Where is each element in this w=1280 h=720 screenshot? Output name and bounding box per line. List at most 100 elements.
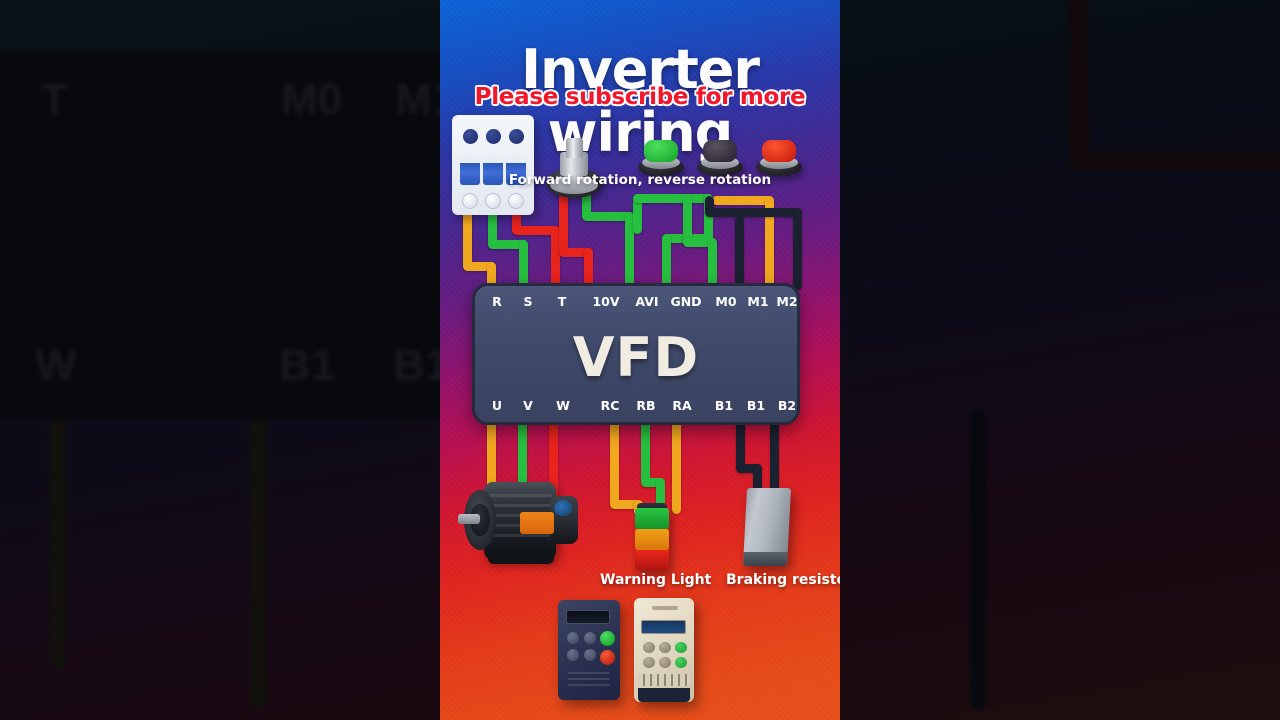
wire-button-m0	[683, 238, 717, 247]
vfd-model-name: VFD	[572, 326, 700, 389]
drive-vent	[568, 672, 610, 674]
wire-rb-tower	[641, 478, 665, 487]
motor-base-foot	[488, 554, 554, 564]
vfd-terminal-b2: B2	[777, 398, 797, 413]
pushbutton-stop[interactable]	[697, 136, 743, 178]
wire-breaker-r	[463, 208, 472, 270]
resistor-base	[742, 552, 788, 566]
vfd-drive-dark[interactable]	[558, 600, 620, 700]
vfd-terminal-rb: RB	[636, 398, 656, 413]
vfd-terminal-b1: B1	[714, 398, 734, 413]
wire-breaker-r	[487, 262, 496, 290]
wire-button-m2	[705, 196, 714, 216]
electric-motor[interactable]	[458, 480, 588, 564]
vfd-terminal-v: V	[523, 398, 533, 413]
wire-breaker-s	[519, 240, 528, 290]
wire-button-m0	[683, 196, 692, 246]
wire-breaker-t	[551, 226, 560, 290]
vfd-terminal-rc: RC	[600, 398, 620, 413]
drive-key[interactable]	[643, 642, 655, 653]
drive-run-button[interactable]	[600, 631, 615, 646]
pushbutton-cap-red[interactable]	[762, 140, 796, 162]
drive-key[interactable]	[584, 632, 596, 644]
drive-run-button[interactable]	[675, 642, 687, 653]
potentiometer-shaft[interactable]	[566, 138, 583, 158]
wire-rb-tower	[641, 420, 650, 486]
wire-button-m2	[793, 208, 802, 290]
vfd-terminal-u: U	[491, 398, 503, 413]
drive-vent	[568, 678, 610, 680]
drive-stop-button[interactable]	[600, 650, 615, 665]
breaker-switch-lever[interactable]	[460, 155, 480, 185]
vfd-unit[interactable]: R S T 10V AVI GND M0 M1 M2 VFD U V W RC …	[472, 283, 800, 425]
wire-button-m0	[708, 238, 717, 290]
drive-key[interactable]	[659, 642, 671, 653]
potentiometer-ring	[550, 176, 598, 194]
wire-button-m2-branch	[735, 216, 744, 290]
wire-rb-tower	[656, 478, 665, 514]
wire-breaker-s	[488, 240, 528, 249]
breaker-terminal-dot	[486, 129, 501, 144]
motor-hub	[470, 504, 490, 536]
pushbutton-cap-green[interactable]	[644, 140, 678, 162]
vfd-terminal-ra: RA	[672, 398, 692, 413]
vfd-terminal-m0: M0	[715, 294, 737, 309]
wire-u-motor	[487, 420, 496, 506]
warning-light-tower[interactable]	[635, 503, 669, 570]
vfd-drive-beige[interactable]	[634, 598, 694, 702]
main-diagram-panel: Inverter wiring Please subscribe for mor…	[440, 0, 840, 720]
vfd-terminal-row-top: R S T 10V AVI GND M0 M1 M2	[475, 294, 797, 310]
wire-b1-resistor	[736, 420, 745, 472]
motor-terminal-box[interactable]	[520, 512, 554, 534]
wire-control-gnd	[633, 194, 642, 234]
wire-pot-avi	[625, 212, 634, 290]
breaker-switch-lever[interactable]	[506, 155, 526, 185]
wire-pot-avi	[582, 212, 634, 221]
pushbutton-reverse[interactable]	[756, 136, 802, 178]
vfd-terminal-t: T	[557, 294, 567, 309]
vfd-terminal-m2: M2	[776, 294, 798, 309]
tower-lamp-green	[635, 508, 669, 529]
wire-breaker-t	[512, 208, 521, 234]
motor-cooling-fin	[488, 534, 552, 537]
wire-b1-resistor	[753, 464, 762, 496]
vfd-terminal-m1: M1	[747, 294, 769, 309]
drive-key[interactable]	[675, 657, 687, 668]
drive-key[interactable]	[659, 657, 671, 668]
pushbutton-cap-black[interactable]	[703, 140, 737, 162]
breaker-switch-lever[interactable]	[483, 155, 503, 185]
drive-connector-block	[638, 688, 690, 702]
drive-key[interactable]	[567, 632, 579, 644]
drive-key[interactable]	[567, 649, 579, 661]
motor-cooling-fin	[488, 504, 552, 507]
vfd-terminal-r: R	[492, 294, 502, 309]
drive-vent	[568, 684, 610, 686]
breaker-output-terminal	[485, 193, 501, 209]
pushbutton-forward[interactable]	[638, 136, 684, 178]
motor-fan-cover	[554, 500, 572, 516]
drive-handle-slot	[652, 606, 678, 610]
vfd-terminal-row-bottom: U V W RC RB RA B1 B1 B2	[475, 398, 797, 414]
wire-button-m1	[765, 196, 774, 290]
motor-cooling-fin	[488, 494, 552, 497]
wire-control-gnd	[633, 194, 713, 203]
page-subtitle: Please subscribe for more	[474, 84, 806, 110]
vfd-terminal-10v: 10V	[592, 294, 620, 309]
wire-pot-10v	[584, 248, 593, 290]
wire-v-motor	[518, 420, 527, 532]
braking-resistor-label: Braking resistor	[726, 572, 840, 588]
vfd-terminal-s: S	[523, 294, 533, 309]
drive-display	[566, 610, 610, 624]
wire-button-m1	[712, 196, 774, 205]
breaker-output-terminal	[462, 193, 478, 209]
wire-breaker-t	[512, 226, 560, 235]
breaker-terminal-dot	[509, 129, 524, 144]
vfd-terminal-w: W	[556, 398, 570, 413]
drive-key[interactable]	[584, 649, 596, 661]
tower-lamp-amber	[635, 529, 669, 550]
tower-cap	[637, 503, 667, 511]
drive-key[interactable]	[643, 657, 655, 668]
braking-resistor[interactable]	[742, 488, 792, 566]
circuit-breaker[interactable]	[452, 115, 534, 215]
wire-b2-resistor	[770, 420, 779, 494]
